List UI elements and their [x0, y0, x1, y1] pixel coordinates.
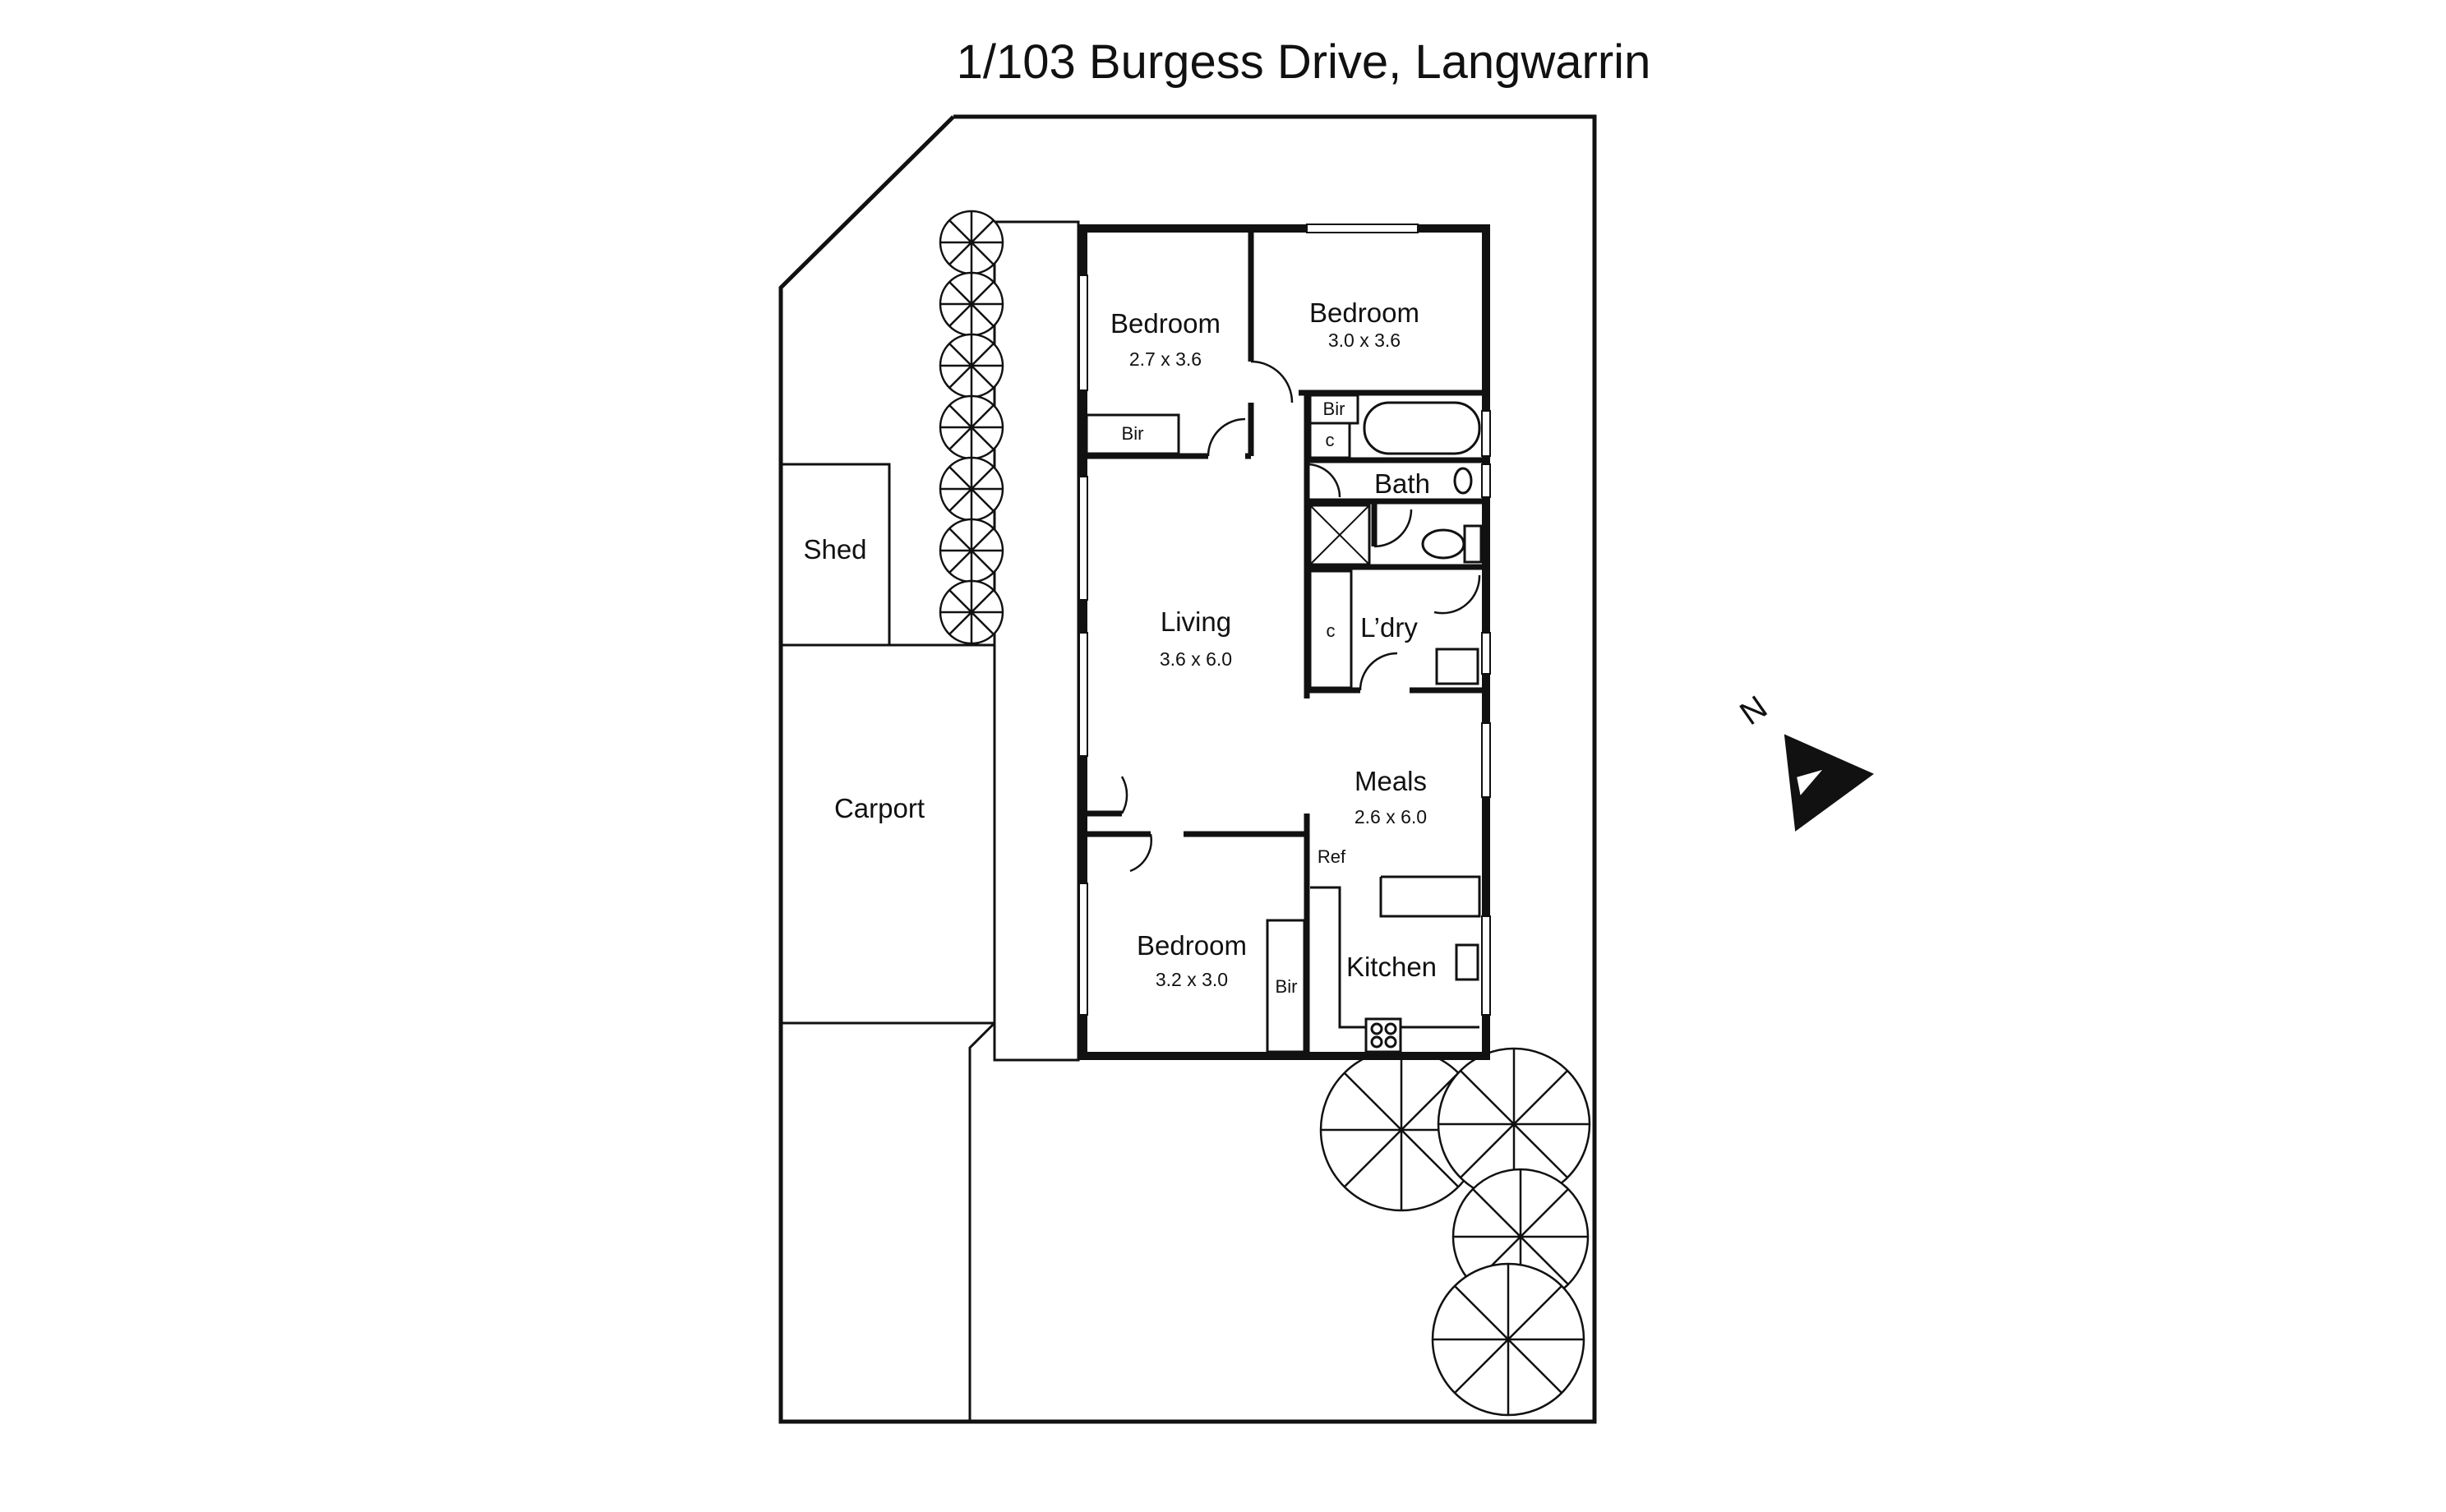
- basin: [1453, 467, 1473, 495]
- tree-icon: [1437, 1047, 1591, 1201]
- kitchen-bench-top: [1379, 875, 1481, 918]
- bath-name: Bath: [1374, 468, 1430, 499]
- window: [1481, 410, 1491, 457]
- window: [1078, 476, 1088, 601]
- toilet-cistern: [1463, 524, 1483, 564]
- cupboard-label-laundry: c: [1327, 620, 1336, 641]
- door: [1373, 509, 1413, 548]
- windows: [1078, 224, 1491, 1016]
- hedge: [939, 210, 1004, 645]
- window: [1078, 274, 1088, 391]
- window: [1481, 632, 1491, 675]
- toilet-bowl: [1421, 528, 1465, 560]
- driveway-edge: [968, 1021, 996, 1422]
- compass-north-letter: N: [1733, 689, 1774, 733]
- cupboard-label-bath: c: [1326, 430, 1335, 450]
- tree-icon: [1431, 1262, 1585, 1417]
- shrub-icon: [939, 518, 1004, 583]
- door: [1306, 463, 1341, 498]
- bedroom1-name: Bedroom: [1110, 308, 1221, 339]
- living-name: Living: [1161, 606, 1231, 637]
- kitchen-name: Kitchen: [1346, 952, 1437, 982]
- door: [1250, 360, 1294, 403]
- window: [1481, 915, 1491, 1016]
- door: [1359, 652, 1398, 691]
- cupboard-bath: [1308, 422, 1351, 459]
- window: [1078, 883, 1088, 1016]
- laundry-name: L’dry: [1360, 612, 1418, 643]
- bath-tub: [1363, 401, 1481, 455]
- shed-name: Shed: [803, 534, 866, 565]
- bedroom1-dims: 2.7 x 3.6: [1129, 348, 1202, 370]
- carport-name: Carport: [834, 793, 925, 823]
- bir-bedroom3: [1266, 919, 1306, 1053]
- cupboard-laundry: [1308, 569, 1353, 689]
- plan-title: 1/103 Burgess Drive, Langwarrin: [957, 35, 1651, 89]
- window: [1481, 722, 1491, 798]
- shrub-icon: [939, 210, 1004, 275]
- interior-walls: [1083, 228, 1486, 1056]
- sink: [1455, 943, 1479, 981]
- bir-bedroom1: [1085, 413, 1180, 455]
- door: [1433, 574, 1481, 615]
- kitchen-bench: [1310, 886, 1479, 1029]
- shrub-icon: [939, 271, 1004, 337]
- meals-dims: 2.6 x 6.0: [1355, 806, 1427, 827]
- property-boundary: [778, 114, 1597, 1424]
- meals-name: Meals: [1355, 766, 1427, 796]
- window: [1481, 463, 1491, 498]
- window: [1078, 632, 1088, 757]
- shrub-icon: [939, 579, 1004, 645]
- north-arrow: N: [1733, 689, 1874, 832]
- bir-bedroom2: [1308, 394, 1359, 425]
- bir-label-bedroom1: Bir: [1122, 423, 1144, 444]
- living-dims: 3.6 x 6.0: [1160, 648, 1232, 670]
- house-outline: [1079, 224, 1490, 1060]
- shrub-icon: [939, 333, 1004, 399]
- bir-label-bedroom2: Bir: [1323, 399, 1345, 419]
- cooktop: [1364, 1017, 1402, 1053]
- window: [1306, 224, 1419, 233]
- bedroom3-name: Bedroom: [1137, 930, 1247, 961]
- laundry-tub: [1435, 648, 1479, 685]
- door: [1120, 776, 1128, 814]
- bedroom3-dims: 3.2 x 3.0: [1156, 969, 1228, 990]
- bedroom2-name: Bedroom: [1309, 297, 1419, 328]
- bedroom2-dims: 3.0 x 3.6: [1328, 330, 1401, 351]
- ref-label: Ref: [1318, 846, 1346, 867]
- compass-arrow-icon: [1784, 734, 1874, 832]
- shrub-icon: [939, 394, 1004, 460]
- door: [1207, 417, 1246, 457]
- door: [1129, 833, 1152, 873]
- joinery: [1085, 394, 1483, 1053]
- bir-label-bedroom3: Bir: [1276, 976, 1298, 997]
- trees: [1319, 1047, 1591, 1417]
- shrub-icon: [939, 456, 1004, 522]
- door-swings: [1120, 360, 1481, 873]
- veranda: [993, 220, 1080, 1062]
